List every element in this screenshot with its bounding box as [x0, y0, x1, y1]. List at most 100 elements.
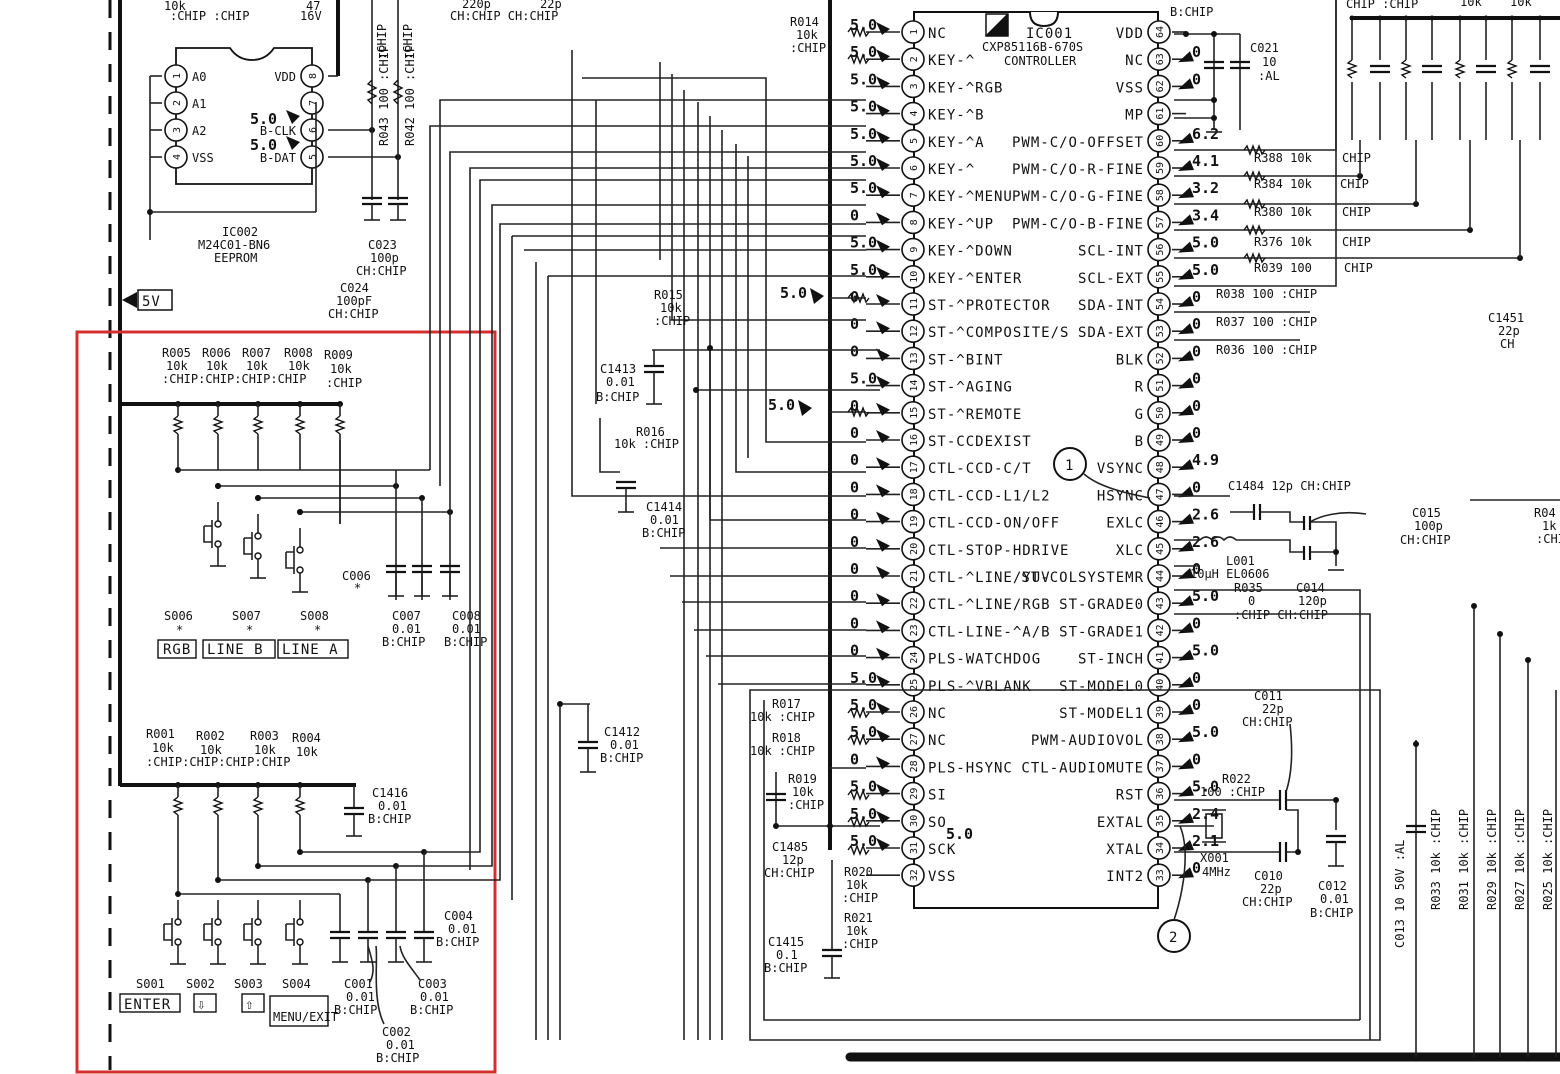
svg-text::CHIP: :CHIP	[842, 937, 878, 951]
pin-name: SCK	[928, 842, 956, 858]
svg-text:0.01: 0.01	[420, 990, 449, 1004]
resistor-bank-bottom: R001 R002 R003 R004 10k 10k 10k 10k :CHI…	[146, 727, 411, 894]
pin-name: CTL-STOP-HDRIVE	[928, 543, 1069, 559]
svg-text:C010: C010	[1254, 869, 1283, 883]
svg-text:*: *	[354, 581, 361, 595]
pin-voltage: 5.0	[1192, 642, 1219, 660]
pin-name: KEY-^	[928, 53, 975, 69]
svg-text:20: 20	[909, 543, 920, 555]
svg-text:R042 100 :CHIP: R042 100 :CHIP	[403, 45, 417, 146]
svg-text:C011: C011	[1254, 689, 1283, 703]
pin-name: SCL-EXT	[1078, 271, 1144, 287]
svg-text:10k: 10k	[288, 359, 310, 373]
svg-text:10k: 10k	[796, 28, 818, 42]
svg-text:A2: A2	[192, 124, 206, 138]
svg-text:18: 18	[909, 488, 920, 500]
svg-text:36: 36	[1155, 788, 1166, 800]
ic002-pin-2	[164, 91, 188, 115]
svg-text:10k: 10k	[330, 362, 352, 376]
svg-text:R007: R007	[242, 346, 271, 360]
svg-text:CH: CH	[1500, 337, 1514, 351]
pin-voltage: 0	[1192, 43, 1201, 61]
callout-2: 2	[1157, 825, 1191, 953]
svg-text:2: 2	[909, 56, 920, 62]
svg-text:0.01: 0.01	[610, 738, 639, 752]
svg-text:7: 7	[308, 100, 319, 106]
ic002-desc: EEPROM	[214, 251, 257, 265]
pin-voltage: 0	[1192, 370, 1201, 388]
pin-voltage: 0	[850, 614, 859, 632]
pin-voltage: 0	[850, 478, 859, 496]
svg-text:C024: C024	[340, 281, 369, 295]
svg-text:B:CHIP: B:CHIP	[642, 526, 685, 540]
pin-name: SDA-EXT	[1078, 325, 1144, 341]
pin-name: PWM-AUDIOVOL	[1031, 733, 1144, 749]
svg-text:52: 52	[1155, 352, 1166, 364]
svg-text:B:CHIP: B:CHIP	[376, 1051, 419, 1065]
svg-text:59: 59	[1155, 162, 1166, 174]
svg-text:32: 32	[909, 869, 920, 881]
svg-text:5.0: 5.0	[768, 396, 795, 414]
svg-text:17: 17	[909, 461, 920, 473]
svg-text:0.01: 0.01	[346, 990, 375, 1004]
svg-text:CHIP: CHIP	[1342, 205, 1371, 219]
svg-text:44: 44	[1155, 570, 1166, 582]
svg-text:C1484 12p CH:CHIP: C1484 12p CH:CHIP	[1228, 479, 1351, 493]
svg-text:16V: 16V	[300, 9, 322, 23]
svg-text:22p: 22p	[540, 0, 562, 11]
svg-text:12: 12	[909, 325, 920, 337]
svg-text:56: 56	[1155, 244, 1166, 256]
svg-text:B:CHIP: B:CHIP	[382, 635, 425, 649]
pin-name: ST-MODEL0	[1059, 679, 1144, 695]
pin-name: KEY-^RGB	[928, 80, 1003, 96]
svg-text:120p: 120p	[1298, 594, 1327, 608]
pin-voltage: 5.0	[850, 261, 877, 279]
svg-text:CHIP :CHIP: CHIP :CHIP	[1346, 0, 1418, 11]
pin-name: MP	[1125, 108, 1144, 124]
svg-text::CHIP CH:CHIP: :CHIP CH:CHIP	[1234, 608, 1328, 622]
svg-text:CH:CHIP: CH:CHIP	[328, 307, 379, 321]
svg-text:S004: S004	[282, 977, 311, 991]
svg-text:R005: R005	[162, 346, 191, 360]
pin-voltage: 0	[1192, 397, 1201, 415]
svg-text:60: 60	[1155, 135, 1166, 147]
svg-text:R001: R001	[146, 727, 175, 741]
svg-text:22: 22	[909, 597, 920, 609]
svg-text:220p: 220p	[462, 0, 491, 11]
svg-text:R033 10k :CHIP: R033 10k :CHIP	[1429, 809, 1443, 910]
svg-text::CHIP: :CHIP	[1536, 532, 1560, 546]
pin-voltage: 5.0	[850, 669, 877, 687]
svg-text:0.01: 0.01	[378, 799, 407, 813]
svg-text:14: 14	[909, 380, 920, 392]
pin-name: PLS-HSYNC	[928, 760, 1013, 776]
svg-text:0.01: 0.01	[392, 622, 421, 636]
switch-group-top: C006 * C007 C008 0.01 0.01 B:CHIP B:CHIP…	[157, 440, 487, 659]
svg-text:47: 47	[1155, 488, 1166, 500]
svg-text:0.01: 0.01	[448, 922, 477, 936]
svg-text:R04: R04	[1534, 506, 1556, 520]
svg-text:51: 51	[1155, 380, 1166, 392]
svg-text:100 :CHIP: 100 :CHIP	[1200, 785, 1265, 799]
